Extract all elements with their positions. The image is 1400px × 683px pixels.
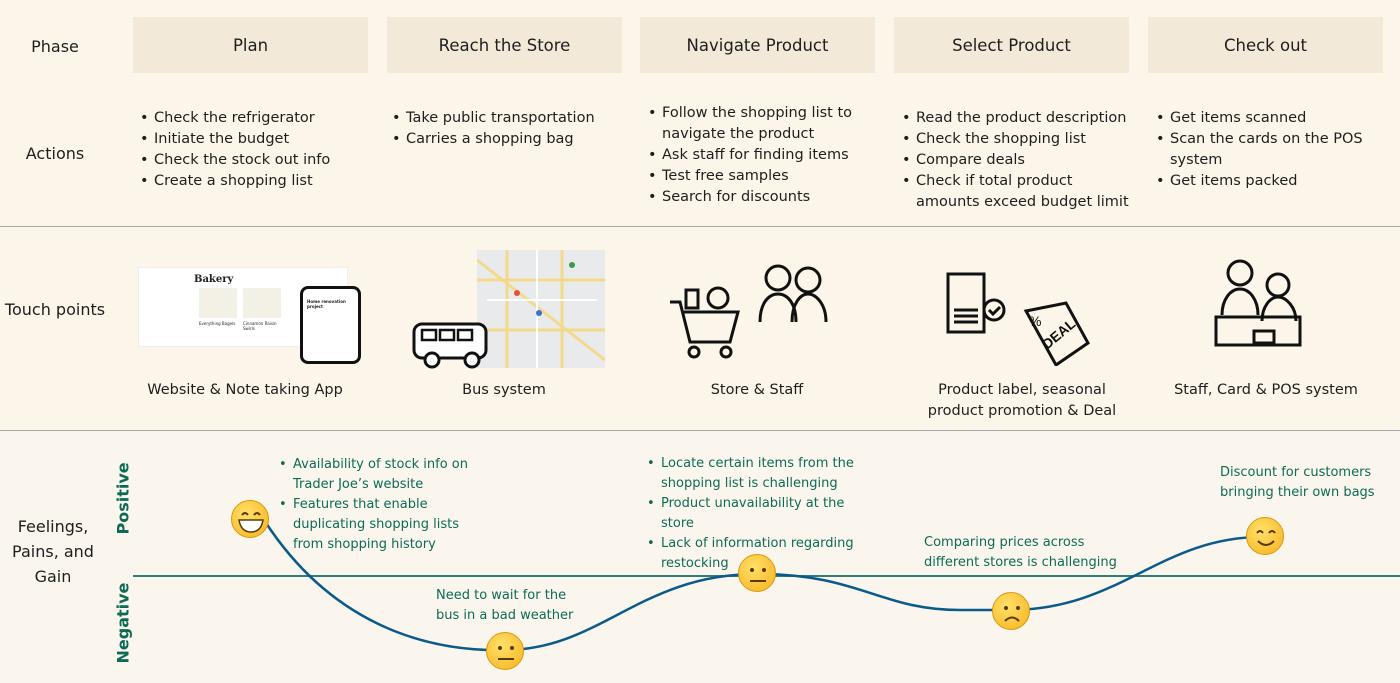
svg-text:%: % (1029, 313, 1041, 329)
feeling-item: Features that enable duplicating shoppin… (279, 495, 479, 555)
feelings-navigate: Locate certain items from the shopping l… (647, 454, 877, 574)
grinning-emoji-icon (231, 500, 269, 538)
product-name: Everything Bagels (199, 321, 236, 326)
action-item: Check the shopping list (902, 129, 1137, 150)
feelings-checkout: Discount for customers bringing their ow… (1220, 465, 1375, 500)
website-heading: Bakery (194, 274, 234, 285)
feeling-item: Product unavailability at the store (647, 494, 877, 534)
action-item: Initiate the budget (140, 129, 330, 150)
action-item: Compare deals (902, 150, 1137, 171)
actions-checkout: Get items scanned Scan the cards on the … (1156, 108, 1371, 192)
product-image (243, 288, 281, 318)
phase-plan: Plan (133, 17, 368, 73)
touchpoint-label: Product label, seasonal product promotio… (927, 382, 1117, 419)
feelings-select: Comparing prices across different stores… (924, 535, 1117, 570)
label-deal-icon: DEAL% (946, 272, 1090, 366)
action-item: Search for discounts (648, 187, 878, 208)
actions-plan: Check the refrigerator Initiate the budg… (140, 108, 330, 192)
divider (0, 226, 1400, 227)
action-item: Get items scanned (1156, 108, 1371, 129)
touchpoint-label: Website & Note taking App (147, 382, 343, 398)
row-label-feelings: Feelings, Pains, and Gain (12, 517, 94, 586)
action-item: Get items packed (1156, 171, 1371, 192)
map-image (476, 250, 606, 368)
phase-select-product: Select Product (894, 17, 1129, 73)
phase-navigate-product: Navigate Product (640, 17, 875, 73)
frowning-emoji-icon (992, 592, 1030, 630)
cart-staff-icon (670, 264, 828, 359)
note-title: Home renovation project (307, 299, 346, 309)
touchpoint-label: Staff, Card & POS system (1174, 382, 1358, 398)
actions-select: Read the product description Check the s… (902, 108, 1137, 213)
pos-staff-icon (1214, 259, 1302, 347)
action-item: Test free samples (648, 166, 878, 187)
action-item: Create a shopping list (140, 171, 330, 192)
feelings-reach: Need to wait for the bus in a bad weathe… (436, 588, 574, 623)
actions-navigate: Follow the shopping list to navigate the… (648, 103, 878, 208)
bus-icon (412, 322, 488, 369)
feeling-item: Availability of stock info on Trader Joe… (279, 455, 479, 495)
action-item: Check the refrigerator (140, 108, 330, 129)
map-roads (476, 250, 606, 368)
product-name: Cinnamon Raisin Swirls (243, 321, 277, 331)
action-item: Follow the shopping list to navigate the… (648, 103, 878, 145)
action-item: Carries a shopping bag (392, 129, 595, 150)
divider (0, 430, 1400, 431)
phase-check-out: Check out (1148, 17, 1383, 73)
row-label-phase: Phase (31, 37, 79, 56)
action-item: Check the stock out info (140, 150, 330, 171)
touchpoint-label: Bus system (462, 382, 546, 398)
action-item: Take public transportation (392, 108, 595, 129)
row-label-actions: Actions (25, 144, 85, 163)
phone-note-app: Home renovation project (300, 286, 361, 364)
row-label-touchpoints: Touch points (4, 300, 106, 319)
feeling-item: Locate certain items from the shopping l… (647, 454, 877, 494)
action-item: Scan the cards on the POS system (1156, 129, 1371, 171)
action-item: Read the product description (902, 108, 1137, 129)
feeling-item: Lack of information regarding restocking (647, 534, 877, 574)
touchpoint-label: Store & Staff (710, 382, 804, 398)
phase-reach-store: Reach the Store (387, 17, 622, 73)
smiling-emoji-icon (1246, 517, 1284, 555)
neutral-emoji-icon (486, 632, 524, 670)
action-item: Ask staff for finding items (648, 145, 878, 166)
feelings-plan: Availability of stock info on Trader Joe… (279, 455, 479, 555)
action-item: Check if total product amounts exceed bu… (902, 171, 1137, 213)
actions-reach: Take public transportation Carries a sho… (392, 108, 595, 150)
product-image (199, 288, 237, 318)
